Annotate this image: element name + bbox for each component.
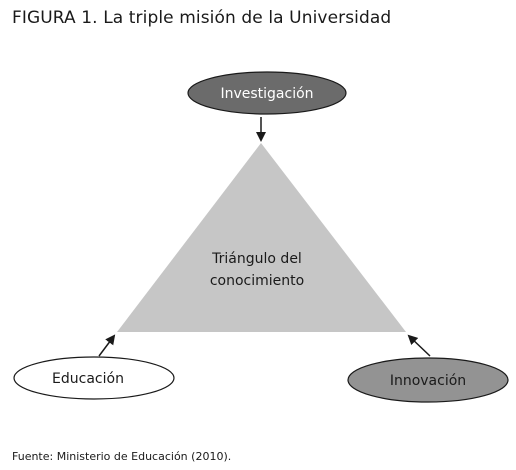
node-educacion-label: Educación — [52, 371, 124, 387]
triangle-label-line1: Triángulo del — [211, 251, 302, 267]
knowledge-triangle — [117, 143, 406, 332]
node-educacion — [13, 356, 175, 400]
figure-source: Fuente: Ministerio de Educación (2010). — [12, 450, 232, 463]
arrow-educacion — [98, 334, 116, 357]
triangle-label-line2: conocimiento — [210, 273, 304, 289]
node-innovacion — [347, 357, 509, 403]
figure-title: FIGURA 1. La triple misión de la Univers… — [12, 8, 392, 28]
node-investigacion-label: Investigación — [220, 86, 313, 102]
node-innovacion-label: Innovación — [390, 373, 466, 389]
arrow-innovacion — [407, 334, 431, 357]
node-investigacion — [187, 71, 347, 115]
